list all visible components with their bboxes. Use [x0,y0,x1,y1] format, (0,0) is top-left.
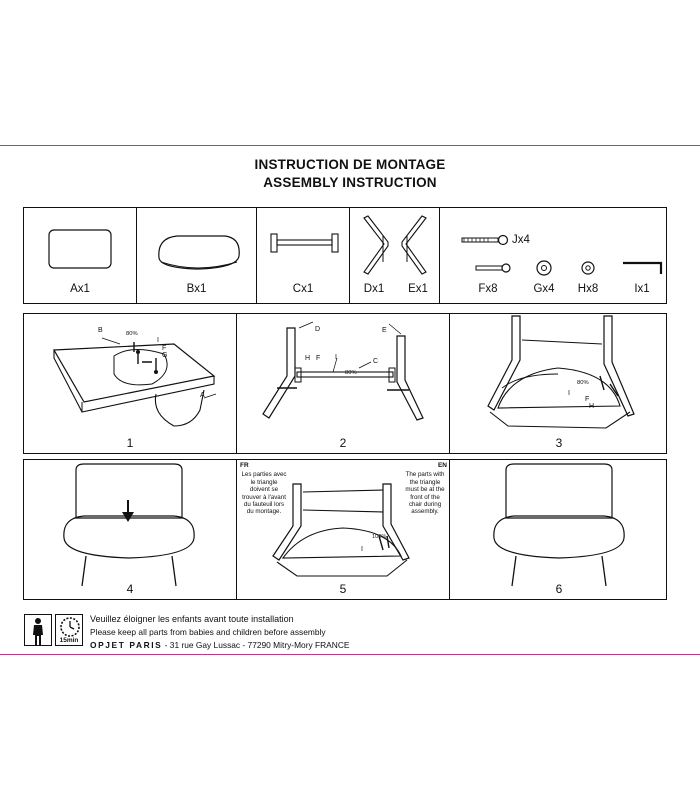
instruction-sheet [0,145,700,655]
step-3-callout-f: F [585,396,590,403]
warning-en: Please keep all parts from babies and ch… [90,627,326,637]
step-3-callout-80: 80% [577,380,589,386]
part-cell-a: Ax1 [24,208,137,303]
crossbar-c-drawing [270,233,339,253]
title-fr: INSTRUCTION DE MONTAGE [254,157,446,172]
step-4: 4 [24,460,237,599]
step-2-callout-c: C [373,358,379,365]
step-6-number: 6 [555,582,563,596]
side-frames-drawing [363,215,427,275]
part-label-c: Cx1 [292,283,314,295]
hardware-label-f: Fx8 [478,283,498,295]
step-3: 80% I F H 3 [450,314,668,453]
clock-icon [60,617,80,637]
step-5-en-tag: EN [437,462,447,469]
step-2-callout-i: I [335,354,337,361]
part-cell-c: Cx1 [257,208,350,303]
step-1-callout-i: I [157,337,159,344]
step-3-callout-i: I [568,390,570,397]
step-2-callout-h: H [305,355,311,362]
hardware-label-h: Hx8 [577,283,599,295]
assembly-time-label: 15min [59,637,79,644]
step-1-callout-b: B [98,327,103,334]
step-5-en-text: The parts with the triangle must be at t… [405,471,445,516]
step-5-en-note: EN The parts with the triangle must be a… [403,462,447,516]
step-5: FR Les parties avec le triangle doivent … [237,460,450,599]
step-4-number: 4 [126,582,134,596]
adult-person-icon-box [24,614,52,646]
title-en: ASSEMBLY INSTRUCTION [263,175,437,190]
step-5-fr-text: Les parties avec le triangle doivent se … [241,471,287,516]
part-label-d: Dx1 [363,283,385,295]
step-6: 6 [450,460,668,599]
step-5-drawing [272,483,410,577]
cushion-a-drawing [48,229,112,269]
hardware-label-j: Jx4 [512,234,530,246]
part-label-b: Bx1 [186,283,207,295]
parts-panel: Ax1 Bx1 Cx1 Dx1 Ex1 [23,207,667,304]
part-label-a: Ax1 [70,283,90,295]
step-1: B 80% I F G A 1 [24,314,237,453]
step-5-fr-tag: FR [240,462,249,469]
step-3-callout-h: H [589,403,595,410]
warning-fr: Veuillez éloigner les enfants avant tout… [90,614,294,624]
brand-name: OPJET PARIS [90,640,163,650]
assembly-time-icon-box: 15min [55,614,83,646]
step-3-drawing [487,315,635,429]
hardware-cell: Jx4 Fx8 Gx4 Hx8 Ix1 [440,208,668,303]
address: - 31 rue Gay Lussac - 77290 Mitry-Mory F… [162,640,350,650]
step-6-drawing [493,463,625,587]
brand-address: OPJET PARIS - 31 rue Gay Lussac - 77290 … [90,640,349,650]
step-2-callout-d: D [315,326,321,333]
step-1-callout-g: G [162,352,168,359]
part-cell-b: Bx1 [137,208,257,303]
hardware-label-i: Ix1 [634,283,650,295]
cushion-b-drawing [158,235,240,270]
hardware-label-g: Gx4 [533,283,555,295]
step-3-number: 3 [555,436,563,450]
step-5-callout-i: I [361,546,363,553]
step-2-callout-f: F [316,355,321,362]
step-1-callout-a: A [200,392,205,399]
part-label-e: Ex1 [408,283,428,295]
step-2-drawing [262,321,424,421]
steps-row-1: B 80% I F G A 1 D E H F I C 80% 2 [23,313,667,454]
steps-row-2: 4 FR Les parties avec le triangle doiven… [23,459,667,600]
person-icon [33,618,43,645]
step-2: D E H F I C 80% 2 [237,314,450,453]
step-5-fr-note: FR Les parties avec le triangle doivent … [240,462,288,516]
step-1-number: 1 [126,436,134,450]
part-cell-de: Dx1 Ex1 [350,208,440,303]
step-2-number: 2 [339,436,347,450]
hardware-drawing [461,234,663,276]
step-2-callout-80: 80% [345,370,357,376]
step-5-callout-100: 100% [372,534,387,540]
step-1-callout-f: F [162,345,167,352]
step-5-number: 5 [339,582,347,596]
step-4-drawing [63,463,195,587]
step-2-callout-e: E [382,327,387,334]
step-1-drawing [52,337,217,427]
step-1-callout-80: 80% [126,331,138,337]
